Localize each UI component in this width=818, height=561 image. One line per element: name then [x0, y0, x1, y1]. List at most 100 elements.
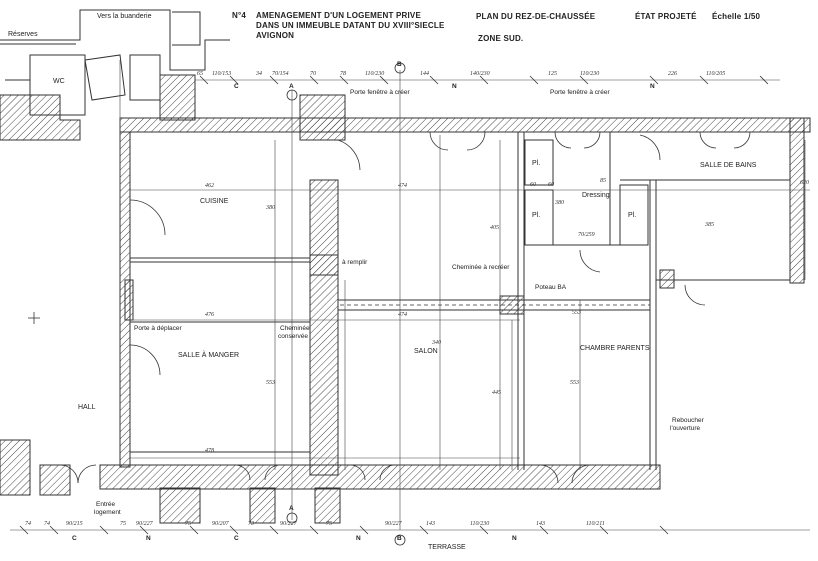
doors: [59, 131, 751, 484]
room-chambre-parents: CHAMBRE PARENTS: [580, 345, 650, 352]
note-porte-fenetre-1: Porte fenêtre à créer: [350, 89, 410, 96]
left-walls: [0, 74, 196, 496]
room-dressing: Dressing: [582, 192, 610, 199]
dim-salon-height-2: 445: [492, 390, 501, 396]
closet-1: Pl.: [532, 160, 541, 167]
reference-cross: [28, 312, 40, 324]
dim-bottom-12: 110/230: [470, 521, 490, 527]
dim-sam-width-bottom: 478: [205, 448, 214, 454]
dim-bottom-14: 110/211: [586, 521, 605, 527]
dim-closet-2: 60: [548, 182, 554, 188]
exterior-walls: [99, 94, 811, 524]
dim-bains-width: 385: [705, 222, 714, 228]
note-porte-deplacer: Porte à déplacer: [134, 325, 182, 332]
axis-markers: [286, 62, 406, 546]
note-entree-2: logement: [94, 509, 121, 516]
note-reboucher-1: Reboucher: [672, 417, 704, 424]
dim-top-0: 65: [197, 71, 203, 77]
dim-top-7: 144: [420, 71, 429, 77]
dimension-lines: [10, 60, 810, 531]
dim-bottom-0: 74: [25, 521, 31, 527]
dim-top-12: 110/205: [706, 71, 726, 77]
dim-bottom-9: 75: [326, 521, 332, 527]
dim-bottom-2: 90/215: [66, 521, 83, 527]
dim-dressing-height: 380: [555, 200, 564, 206]
axis-n-1: N: [146, 535, 151, 542]
room-salon: SALON: [414, 348, 438, 355]
room-buanderie: Vers la buanderie: [97, 13, 152, 20]
dim-salon-depth: 405: [490, 225, 499, 231]
dim-salon-height: 340: [432, 340, 441, 346]
axis-n-5: N: [650, 83, 655, 90]
axis-n-3: N: [512, 535, 517, 542]
dim-dressing-door: 70/259: [578, 232, 595, 238]
dim-top-2: 34: [256, 71, 262, 77]
room-salle-de-bains: SALLE DE BAINS: [700, 162, 757, 169]
bottom-ticks: [19, 525, 669, 535]
dim-cuisine-width: 462: [205, 183, 214, 189]
project-title-line2: DANS UN IMMEUBLE DATANT DU XVIII°SIECLE: [256, 21, 445, 30]
note-entree-1: Entrée: [96, 501, 116, 508]
room-salle-a-manger: SALLE À MANGER: [178, 352, 240, 359]
dim-sam-width: 476: [205, 312, 214, 318]
dim-bottom-13: 143: [536, 521, 545, 527]
axis-c-3: C: [234, 83, 239, 90]
terrasse-label: TERRASSE: [428, 544, 466, 551]
project-title-line3: AVIGNON: [256, 31, 295, 40]
closet-2: Pl.: [532, 212, 541, 219]
dim-sam-height: 553: [266, 380, 275, 386]
dim-bottom-1: 74: [44, 521, 50, 527]
axis-c-1: C: [72, 535, 77, 542]
dim-top-1: 110/153: [212, 71, 232, 77]
note-cheminee-recreer: Cheminée à recréer: [452, 264, 510, 271]
dim-top-8: 140/230: [470, 71, 490, 77]
project-title-line1: AMENAGEMENT D'UN LOGEMENT PRIVE: [256, 11, 421, 20]
dim-bottom-11: 143: [426, 521, 435, 527]
dim-top-9: 125: [548, 71, 557, 77]
note-reboucher-2: l'ouverture: [670, 425, 701, 432]
dim-bottom-4: 90/227: [136, 521, 153, 527]
room-hall: HALL: [78, 404, 96, 411]
drawing-number: N°4: [232, 11, 247, 20]
axis-a-bottom: A: [289, 505, 294, 512]
dim-bottom-5: 75: [185, 521, 191, 527]
dim-top-10: 110/230: [580, 71, 600, 77]
dim-top-4: 70: [310, 71, 316, 77]
axis-n-4: N: [452, 83, 457, 90]
room-cuisine: CUISINE: [200, 198, 229, 205]
dim-bottom-6: 90/207: [212, 521, 229, 527]
dim-top-6: 110/230: [365, 71, 385, 77]
plan-zone: ZONE SUD.: [478, 34, 524, 43]
dim-bottom-7: 73: [248, 521, 254, 527]
room-wc: WC: [53, 78, 65, 85]
dim-closet-depth: 85: [600, 178, 606, 184]
axis-n-2: N: [356, 535, 361, 542]
dim-chambre-width: 553: [572, 310, 581, 316]
dim-bottom-3: 75: [120, 521, 126, 527]
plan-title: PLAN DU REZ-DE-CHAUSSÉE: [476, 12, 596, 21]
note-cheminee-conservee-2: conservée: [278, 333, 308, 340]
dim-top-3: 70/154: [272, 71, 289, 77]
top-ticks: [199, 75, 769, 85]
dim-salon-width-top: 474: [398, 183, 407, 189]
dim-closet-1: 60: [530, 182, 536, 188]
dim-cuisine-height: 380: [266, 205, 275, 211]
plan-state: ÉTAT PROJETÉ: [635, 12, 697, 21]
axis-b-top: B: [397, 61, 402, 68]
dim-salon-width-mid: 474: [398, 312, 407, 318]
dim-bottom-8: 90/227: [280, 521, 297, 527]
axis-c-2: C: [234, 535, 239, 542]
axis-a-top: A: [289, 83, 294, 90]
plan-scale: Échelle 1/50: [712, 12, 761, 21]
closet-3: Pl.: [628, 212, 637, 219]
dim-top-5: 78: [340, 71, 346, 77]
note-porte-fenetre-2: Porte fenêtre à créer: [550, 89, 610, 96]
note-cheminee-conservee-1: Cheminée: [280, 325, 310, 332]
dim-top-11: 226: [668, 71, 677, 77]
dim-bottom-10: 90/227: [385, 521, 402, 527]
note-a-remplir: à remplir: [342, 259, 368, 266]
dim-chambre-height: 553: [570, 380, 579, 386]
note-poteau: Poteau BA: [535, 284, 567, 291]
partitions: [124, 132, 790, 470]
